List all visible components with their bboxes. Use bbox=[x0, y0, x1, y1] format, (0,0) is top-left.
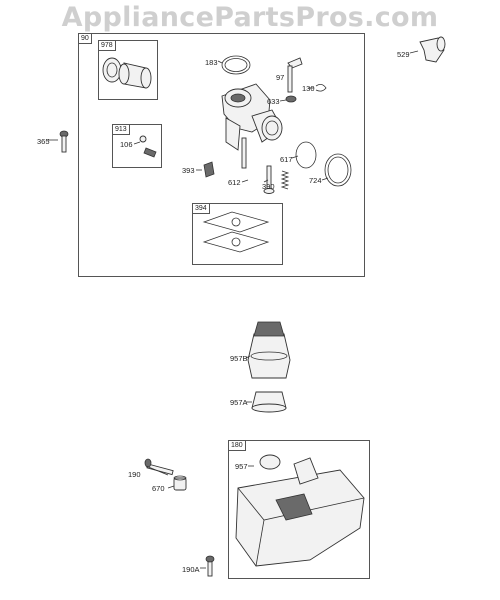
bolt-190-part bbox=[144, 458, 174, 476]
label-183: 183 bbox=[205, 58, 218, 67]
group-label-180: 180 bbox=[228, 440, 246, 451]
cap-957A-part bbox=[251, 391, 287, 413]
label-393: 393 bbox=[182, 166, 195, 175]
part-393 bbox=[203, 161, 215, 178]
label-190A: 190A bbox=[182, 565, 200, 574]
label-390: 390 bbox=[262, 182, 275, 191]
spacer-670-part bbox=[173, 475, 187, 491]
cap-957B-part bbox=[247, 321, 291, 379]
group-label-913: 913 bbox=[112, 124, 130, 135]
part-106-ball bbox=[139, 135, 147, 143]
label-617: 617 bbox=[280, 155, 293, 164]
kit-978-box bbox=[98, 40, 158, 100]
group-label-978: 978 bbox=[98, 40, 116, 51]
gasket-kit-394-part bbox=[202, 211, 270, 253]
label-633: 633 bbox=[267, 97, 280, 106]
screw-365-part bbox=[59, 130, 69, 153]
label-957B: 957B bbox=[230, 354, 248, 363]
label-612: 612 bbox=[228, 178, 241, 187]
label-724: 724 bbox=[309, 176, 322, 185]
label-190: 190 bbox=[128, 470, 141, 479]
tank-180-box bbox=[228, 440, 370, 579]
air-filter-cylinder-part bbox=[102, 57, 152, 89]
carburetor-body-part bbox=[221, 83, 283, 169]
group-label-90: 90 bbox=[78, 33, 92, 44]
label-97: 97 bbox=[276, 73, 285, 82]
fuel-tank-part bbox=[235, 454, 365, 567]
gasket-617-part bbox=[295, 141, 317, 169]
label-106: 106 bbox=[120, 140, 133, 149]
label-957: 957 bbox=[235, 462, 248, 471]
kit-394-box bbox=[192, 203, 283, 265]
label-130: 130 bbox=[302, 84, 315, 93]
washer-633-part bbox=[285, 95, 297, 103]
screw-190A-part bbox=[205, 555, 215, 577]
label-957A: 957A bbox=[230, 398, 248, 407]
pin-97-part bbox=[287, 57, 303, 93]
spring-390-part bbox=[280, 170, 290, 190]
needle-612-part bbox=[263, 165, 275, 194]
label-365: 365 bbox=[37, 137, 50, 146]
main-group-box bbox=[78, 33, 365, 277]
elbow-529-part bbox=[419, 36, 446, 63]
part-106-spring bbox=[143, 147, 157, 158]
ring-724-part bbox=[324, 153, 352, 187]
group-label-394: 394 bbox=[192, 203, 210, 214]
leader-lines bbox=[48, 50, 419, 569]
clip-130-part bbox=[315, 84, 327, 92]
watermark: AppliancePartsPros.com bbox=[61, 2, 439, 33]
kit-913-box bbox=[112, 124, 162, 168]
label-529: 529 bbox=[397, 50, 410, 59]
ring-183-part bbox=[221, 55, 251, 75]
label-670: 670 bbox=[152, 484, 165, 493]
